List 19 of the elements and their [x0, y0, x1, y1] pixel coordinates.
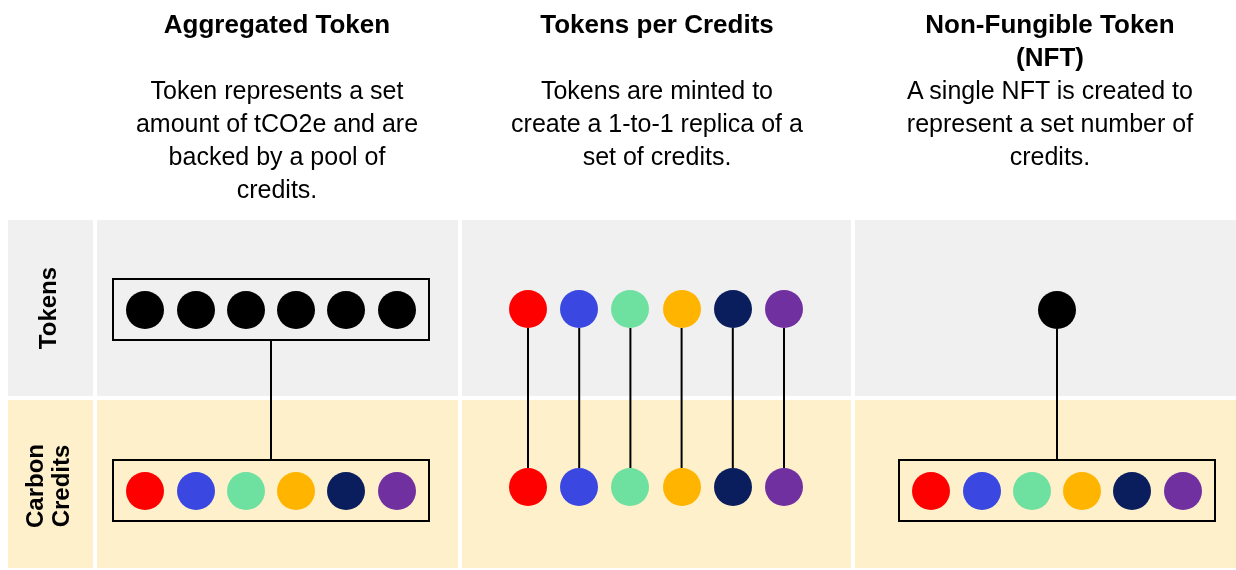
row-label: Tokens — [35, 266, 61, 350]
group-box — [112, 459, 430, 522]
column-heading: Aggregated Token — [163, 8, 391, 41]
column-description: A single NFT is created to represent a set number of credits. — [905, 75, 1195, 172]
connector-line — [783, 327, 785, 469]
column-description: Tokens are minted to create a 1-to-1 replica of a set of credits. — [510, 75, 804, 172]
connector-line — [527, 327, 529, 469]
column-heading: Non-Fungible Token (NFT) — [924, 8, 1176, 74]
row-label: Carbon Credits — [22, 443, 74, 530]
connector-line — [680, 327, 683, 469]
connector-line — [629, 327, 632, 469]
column-description: Token represents a set amount of tCO2e and are backed by a pool of credits. — [134, 75, 420, 205]
connector-line — [1056, 328, 1058, 460]
connector-line — [731, 327, 734, 469]
connector-line — [578, 327, 581, 469]
group-box — [898, 459, 1216, 522]
column-heading: Tokens per Credits — [540, 8, 774, 41]
connector-line — [270, 340, 272, 460]
group-box — [112, 278, 430, 341]
